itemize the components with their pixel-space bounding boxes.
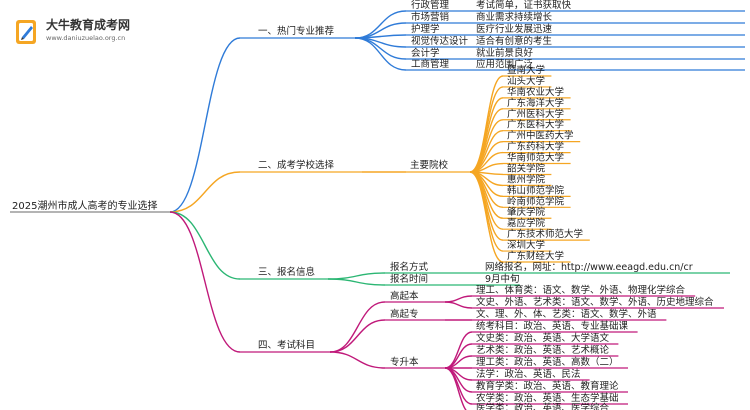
branch-connector	[169, 37, 241, 213]
exam-group-label: 高起本	[390, 290, 419, 302]
major-name: 工商管理	[411, 58, 450, 70]
major-note: 考试简单，证书获取快	[476, 0, 572, 11]
major-name: 市场营销	[411, 11, 450, 23]
group-connector	[329, 351, 386, 369]
school-name: 韶关学院	[507, 162, 546, 174]
school-name: 暨南大学	[507, 64, 545, 76]
logo-title: 大牛教育成考网	[46, 18, 131, 32]
exam-group-label: 高起专	[390, 308, 419, 320]
school-name: 深圳大学	[507, 239, 545, 251]
item-connector	[354, 10, 407, 39]
exam-group-label: 专升本	[390, 356, 419, 368]
branch-label: 一、热门专业推荐	[258, 25, 335, 37]
school-name: 韩山师范学院	[507, 184, 565, 196]
logo-url: www.daniuzuelao.org.cn	[46, 34, 126, 42]
major-note: 就业前景良好	[476, 47, 534, 59]
exam-item: 文史、外语、艺术类：语文、数学、外语、历史地理综合	[476, 296, 714, 308]
branch-connector	[169, 171, 241, 213]
group-connector	[329, 301, 386, 353]
school-name: 岭南师范学院	[507, 195, 565, 207]
branch-label: 二、成考学校选择	[258, 159, 335, 171]
exam-item: 理工、体育类：语文、数学、外语、物理化学综合	[476, 284, 686, 296]
major-note: 适合有创意的考生	[476, 35, 553, 47]
school-name: 广州医科大学	[507, 108, 564, 120]
reg-name: 报名时间	[390, 273, 428, 285]
school-name: 惠州学院	[507, 173, 546, 185]
school-name: 广东财经大学	[507, 250, 564, 262]
major-name: 护理学	[411, 23, 440, 35]
reg-name: 报名方式	[390, 261, 429, 273]
site-logo: 大牛教育成考网 www.daniuzuelao.org.cn	[8, 12, 168, 52]
item-connector	[354, 37, 407, 71]
item-connector	[327, 278, 386, 286]
exam-item-connector	[444, 295, 473, 303]
exam-item: 理工类：政治、英语、高数（二）	[476, 356, 619, 368]
reg-note: 网络报名，网址：http://www.eeagd.edu.cn/cr	[485, 261, 693, 273]
group-connector	[329, 319, 386, 353]
major-note: 应用范围广泛	[476, 58, 534, 70]
school-name: 肇庆学院	[507, 206, 546, 218]
major-note: 商业需求持续增长	[476, 11, 553, 23]
school-name: 广东药科大学	[507, 141, 564, 153]
school-name: 嘉应学院	[507, 217, 546, 229]
school-connector	[469, 97, 504, 173]
exam-item: 统考科目：政治、英语、专业基础课	[476, 320, 629, 332]
item-connector	[327, 272, 386, 280]
exam-item: 医学类：政治、英语、医学综合	[476, 402, 610, 410]
school-name: 汕头大学	[507, 75, 545, 87]
school-name: 华南农业大学	[507, 86, 564, 98]
exam-item: 艺术类：政治、英语、艺术概论	[476, 344, 610, 356]
major-name: 视觉传达设计	[411, 35, 469, 47]
sub-node-label: 主要院校	[410, 159, 449, 171]
exam-item: 农学类：政治、英语、生态学基础	[476, 392, 619, 404]
exam-item: 文史类：政治、英语、大学语文	[476, 332, 610, 344]
school-name: 华南师范大学	[507, 152, 564, 164]
reg-note: 9月中旬	[485, 273, 520, 285]
school-connector	[469, 171, 504, 263]
school-name: 广州中医药大学	[507, 130, 574, 142]
school-name: 广东技术师范大学	[507, 228, 583, 240]
branch-connector	[169, 211, 241, 353]
exam-item-connector	[444, 367, 467, 410]
root-node: 2025潮州市成人高考的专业选择	[12, 199, 157, 212]
exam-item: 教育学类：政治、英语、教育理论	[476, 380, 619, 392]
major-name: 会计学	[411, 47, 440, 59]
exam-item-connector	[444, 301, 473, 309]
branch-label: 四、考试科目	[258, 339, 315, 351]
item-connector	[354, 37, 407, 60]
school-name: 广东医科大学	[507, 119, 564, 131]
branch-connector	[169, 211, 241, 280]
major-note: 医疗行业发展迅速	[476, 23, 553, 35]
book-pencil-icon	[16, 20, 36, 44]
exam-item: 文、理、外、体、艺类：语文、数学、外语	[476, 308, 657, 320]
school-name: 广东海洋大学	[507, 97, 564, 109]
branch-label: 三、报名信息	[258, 266, 315, 278]
major-name: 行政管理	[411, 0, 450, 11]
exam-item: 法学：政治、英语、民法	[476, 368, 581, 380]
